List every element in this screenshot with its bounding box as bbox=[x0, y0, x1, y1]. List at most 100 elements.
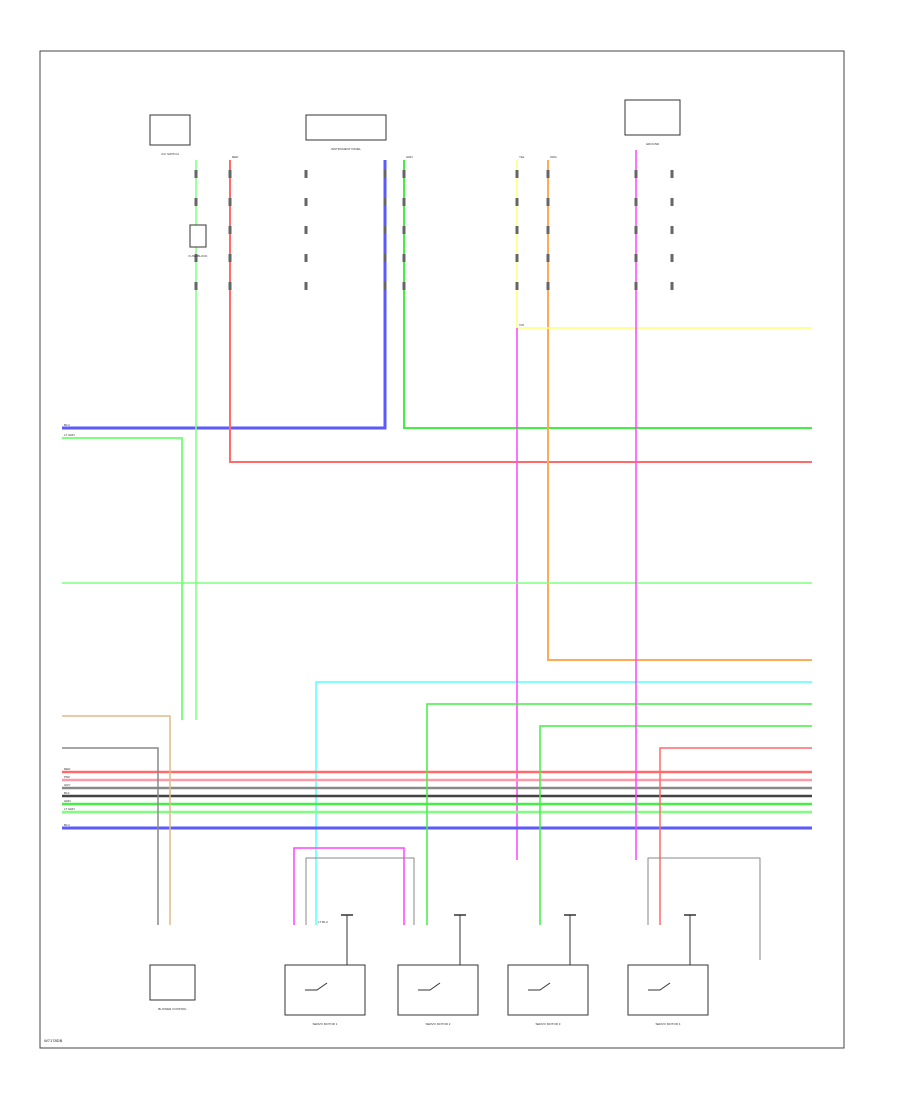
wire-green-right-1 bbox=[426, 703, 812, 925]
wire-orange bbox=[547, 160, 812, 661]
connector-pin bbox=[634, 254, 638, 262]
connector-pin bbox=[304, 198, 308, 206]
comp-motor-1 bbox=[284, 964, 366, 1016]
comp-top-right bbox=[624, 99, 681, 136]
comp-top-right-label: GROUND bbox=[646, 142, 660, 146]
wire-gray-left bbox=[62, 747, 159, 925]
connector-pin bbox=[634, 282, 638, 290]
connector-pin bbox=[670, 254, 674, 262]
wire-cyan bbox=[315, 681, 812, 925]
connector-pin bbox=[304, 282, 308, 290]
comp-top-left bbox=[149, 114, 191, 146]
connector-pin bbox=[383, 170, 387, 178]
wire-tan-left bbox=[62, 715, 171, 925]
wire-gray-m1 bbox=[305, 857, 415, 925]
switch-symbol-icon bbox=[305, 982, 328, 991]
wire-yellow-label: YEL bbox=[519, 155, 525, 159]
bus-blue-label: BLU bbox=[64, 823, 70, 827]
connector-pin bbox=[402, 198, 406, 206]
wire-blue-left-label: BLU bbox=[64, 423, 70, 427]
comp-motor-4 bbox=[627, 964, 709, 1016]
comp-motor-2-label: SERVO MOTOR 2 bbox=[426, 1022, 451, 1026]
comp-bottom-left-label: BLOWER CONTROL bbox=[158, 1007, 187, 1011]
wire-yellow bbox=[516, 160, 812, 329]
wire-lt-green-left-label: LT GRN bbox=[64, 433, 75, 437]
connector-pin bbox=[515, 198, 519, 206]
comp-top-center-label: INSTRUMENT PANEL bbox=[331, 147, 361, 151]
components-layer bbox=[149, 99, 709, 1016]
wire-red-mid-label: RED bbox=[232, 155, 239, 159]
bus-green-label: GRN bbox=[64, 799, 71, 803]
connector-pin bbox=[194, 282, 198, 290]
connector-pin bbox=[228, 198, 232, 206]
connector-pin bbox=[634, 198, 638, 206]
connector-pin bbox=[228, 170, 232, 178]
bus-light-green-label: LT GRN bbox=[64, 807, 75, 811]
wires-layer bbox=[62, 150, 812, 960]
connector-pin bbox=[194, 170, 198, 178]
diagram-footer-code: W7178DB bbox=[44, 1038, 63, 1043]
comp-motor-4-label: SERVO MOTOR 4 bbox=[656, 1022, 681, 1026]
connector-pin bbox=[383, 254, 387, 262]
connector-pin bbox=[383, 198, 387, 206]
wire-blue-left bbox=[62, 160, 387, 430]
bus-pink-label: PNK bbox=[64, 775, 70, 779]
wire-red-mid bbox=[229, 160, 812, 463]
connector-pin bbox=[194, 198, 198, 206]
comp-fuse-block bbox=[189, 224, 207, 248]
wire-green-mid bbox=[403, 160, 812, 429]
connector-pin bbox=[515, 170, 519, 178]
connector-pin bbox=[383, 282, 387, 290]
connector-pin bbox=[304, 254, 308, 262]
comp-motor-1-label: SERVO MOTOR 1 bbox=[313, 1022, 338, 1026]
labels-layer: BLU LT GRN RED GRN ORG YEL LT BLU VIO RED PNK GRY B… bbox=[64, 142, 681, 1026]
connector-pin bbox=[546, 254, 550, 262]
bus-red-label: RED bbox=[64, 767, 71, 771]
comp-top-center bbox=[305, 114, 387, 141]
wire-magenta-label: VIO bbox=[519, 323, 525, 327]
connector-pin bbox=[402, 170, 406, 178]
comp-bottom-left bbox=[149, 964, 196, 1001]
switch-symbol-icon bbox=[528, 982, 551, 991]
comp-fuse-block-label: FUSE BLOCK bbox=[188, 254, 207, 258]
wire-gray-m4 bbox=[647, 857, 761, 960]
connector-pin bbox=[634, 226, 638, 234]
connector-pin bbox=[383, 226, 387, 234]
switch-symbol-icon bbox=[648, 982, 671, 991]
connector-pin bbox=[402, 282, 406, 290]
connector-pin bbox=[304, 170, 308, 178]
connector-pin bbox=[194, 254, 198, 262]
wire-lt-green-left bbox=[62, 437, 183, 720]
connector-pin bbox=[228, 254, 232, 262]
wire-magenta-m1 bbox=[293, 847, 405, 925]
connector-pin bbox=[515, 282, 519, 290]
comp-motor-2 bbox=[397, 964, 479, 1016]
wire-green-mid-label: GRN bbox=[406, 155, 413, 159]
connector-pin bbox=[670, 170, 674, 178]
connector-pin bbox=[402, 226, 406, 234]
connector-pin bbox=[402, 254, 406, 262]
wire-cyan-label: LT BLU bbox=[318, 920, 328, 924]
bus-gray-label: GRY bbox=[64, 783, 70, 787]
comp-motor-3 bbox=[507, 964, 589, 1016]
switch-symbol-icon bbox=[418, 982, 441, 991]
connector-pin bbox=[670, 226, 674, 234]
comp-motor-3-label: SERVO MOTOR 3 bbox=[536, 1022, 561, 1026]
connector-pin bbox=[515, 226, 519, 234]
connector-pin bbox=[546, 282, 550, 290]
wire-red-right bbox=[659, 747, 812, 925]
bus-dark-label: BLK bbox=[64, 791, 70, 795]
connector-pin bbox=[515, 254, 519, 262]
connector-pin bbox=[304, 226, 308, 234]
comp-top-left-label: A/C SWITCH bbox=[161, 152, 179, 156]
connector-pin bbox=[228, 226, 232, 234]
connector-pin bbox=[634, 170, 638, 178]
connector-pin bbox=[228, 282, 232, 290]
wire-green-right-2 bbox=[539, 725, 812, 925]
connector-pin bbox=[670, 282, 674, 290]
wire-orange-label: ORG bbox=[550, 155, 558, 159]
connector-pin bbox=[670, 198, 674, 206]
diagram-frame bbox=[39, 50, 845, 1049]
connector-pin bbox=[546, 198, 550, 206]
